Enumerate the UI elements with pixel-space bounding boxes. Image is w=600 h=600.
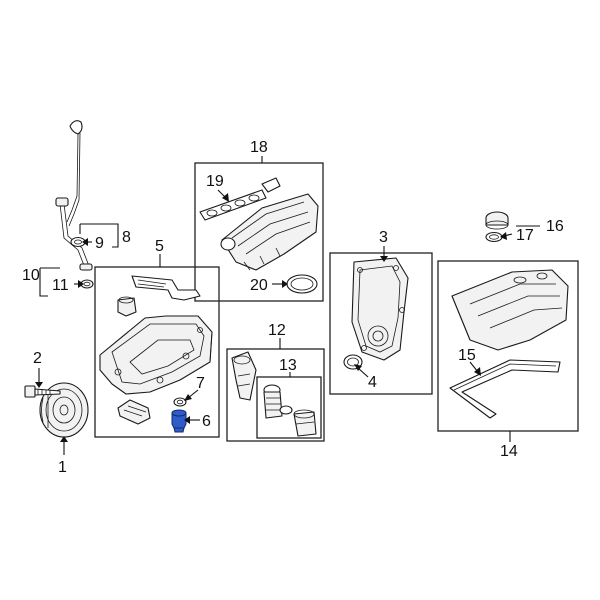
- pulley-bolt-part: [24, 385, 61, 398]
- intake-manifold-group-box: [194, 162, 324, 302]
- oil-pan-part: [99, 315, 213, 395]
- timing-chain-cover-part: [351, 257, 409, 361]
- timing-cover-group-box: [329, 252, 433, 395]
- dipstick-tube-part: [55, 197, 93, 271]
- oil-dipstick-part: [66, 120, 83, 227]
- callout-9: 9: [95, 235, 104, 252]
- intake-manifold-part: [220, 193, 319, 271]
- oil-pickup-tube-part: [117, 296, 137, 317]
- callout-2: 2: [33, 350, 42, 367]
- callout-3: 3: [379, 229, 388, 246]
- callout-6: 6: [202, 413, 211, 430]
- drain-plug-part-highlighted: [171, 409, 187, 433]
- callout-4: 4: [368, 374, 377, 391]
- callout-15: 15: [458, 347, 476, 364]
- callout-5: 5: [155, 238, 164, 255]
- callout-17: 17: [516, 227, 534, 244]
- callout-19: 19: [206, 173, 224, 190]
- callout-14: 14: [500, 443, 518, 460]
- oil-filter-group-box: [226, 348, 325, 442]
- oil-filter-element-part: [263, 384, 317, 437]
- valve-cover-group-box: [437, 260, 579, 432]
- callout-7: 7: [196, 375, 205, 392]
- callout-11: 11: [52, 277, 69, 294]
- callout-8: 8: [122, 229, 131, 246]
- callout-1: 1: [58, 459, 67, 476]
- oil-filter-housing-part: [231, 351, 257, 401]
- oil-pan-group-box: [94, 266, 220, 438]
- callout-13: 13: [279, 357, 297, 374]
- callout-20: 20: [250, 277, 268, 294]
- callout-18: 18: [250, 139, 268, 156]
- oil-strainer-part: [117, 399, 151, 425]
- throttle-body-seal-part: [286, 274, 318, 294]
- callout-10: 10: [22, 267, 40, 284]
- drain-plug-washer-part: [173, 397, 187, 407]
- crankshaft-pulley-part: [39, 382, 89, 438]
- intake-manifold-gasket-part: [199, 177, 281, 221]
- oil-filter-element-box: [256, 376, 322, 439]
- callout-12: 12: [268, 322, 286, 339]
- filler-cap-seal-part: [485, 231, 503, 243]
- valve-cover-part: [451, 269, 569, 351]
- valve-cover-gasket-part: [449, 359, 561, 419]
- callout-16: 16: [546, 218, 564, 235]
- oil-pan-baffle-part: [131, 275, 201, 301]
- oil-filler-cap-part: [485, 211, 509, 230]
